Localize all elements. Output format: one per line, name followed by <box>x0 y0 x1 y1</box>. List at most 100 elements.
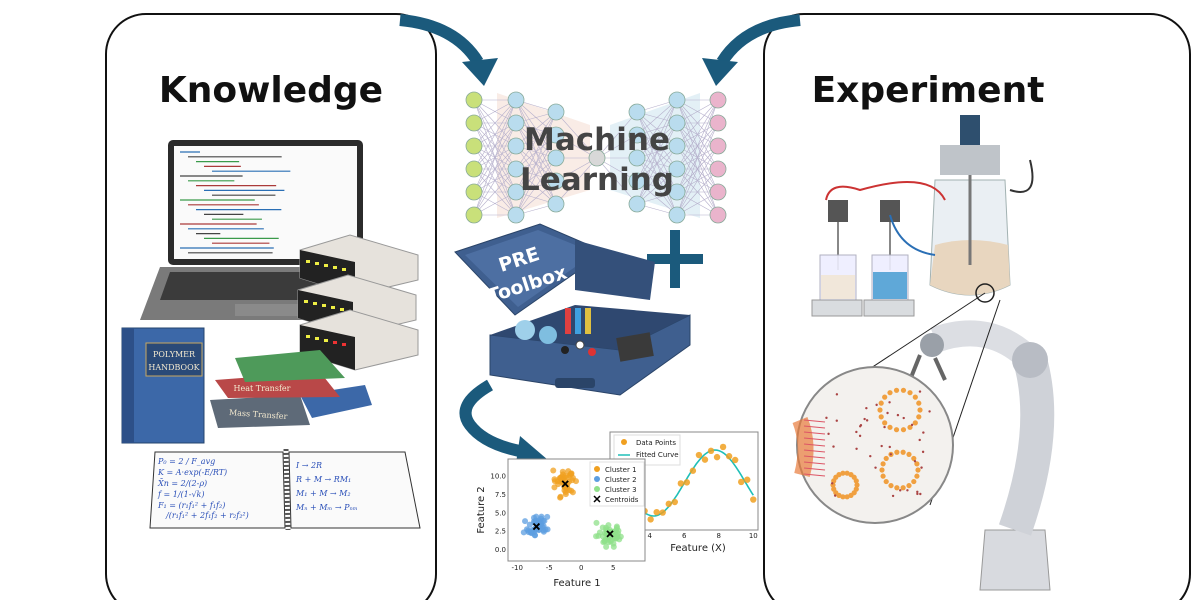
surfactant-tail <box>803 449 826 453</box>
server-led <box>315 337 319 340</box>
cluster-point <box>525 527 532 534</box>
polymer-dot <box>896 413 900 417</box>
micelle-bead <box>882 420 888 426</box>
fit-data-point <box>701 456 709 463</box>
cluster-ytick: 5.0 <box>495 509 506 517</box>
nn-node <box>465 160 483 178</box>
polymer-dot <box>863 417 866 421</box>
nn-edge <box>473 168 517 216</box>
fit-data-point <box>713 453 721 461</box>
nn-node <box>547 126 565 144</box>
surfactant-tail <box>803 443 826 447</box>
nn-edge <box>515 157 557 216</box>
nn-node <box>668 137 686 155</box>
nn-edge <box>636 122 678 205</box>
micelle-bead <box>893 387 900 393</box>
cluster-xtick: 5 <box>611 564 615 572</box>
cluster-point <box>568 470 575 477</box>
arrow-toolbox-to-plots <box>459 379 548 470</box>
micelle-bead <box>893 427 900 433</box>
plus-icon <box>647 230 703 288</box>
notebook-equation: f = 1/(1-√k) <box>157 490 205 499</box>
surfactant-tail <box>803 455 826 459</box>
legend-marker <box>621 439 627 445</box>
nn-edge <box>515 111 557 193</box>
cluster-point <box>614 534 621 541</box>
nn-edge <box>636 99 678 182</box>
legend-marker <box>594 476 600 482</box>
polymer-dot <box>835 393 839 396</box>
micelle-bead <box>879 467 885 473</box>
cluster-ytick: 7.5 <box>495 491 506 499</box>
server-led <box>331 306 335 309</box>
fit-data-point <box>695 451 703 459</box>
nn-node <box>465 114 483 132</box>
micelle-bead <box>914 473 920 479</box>
centroid-marker <box>532 522 541 531</box>
cluster-point <box>602 538 609 545</box>
nn-node <box>507 160 525 178</box>
cluster-point <box>526 521 533 528</box>
notebook-equation: K = A·exp(-E/RT) <box>157 468 227 477</box>
fit-data-point <box>731 456 739 464</box>
ml-label-line2: Learning <box>520 162 674 198</box>
micelle-bead <box>840 494 846 500</box>
server-led <box>342 268 346 271</box>
polymer-dot <box>865 406 868 410</box>
polymer-dot <box>874 466 877 469</box>
micelle-bead <box>848 492 854 498</box>
fit-xtick: 10 <box>749 532 758 540</box>
fit-data-point <box>719 443 727 451</box>
nn-node <box>628 149 646 167</box>
polymer-dot <box>825 416 828 420</box>
polymer-handbook: POLYMER HANDBOOK <box>121 327 205 444</box>
server-led <box>324 264 328 267</box>
nn-edge <box>676 99 719 193</box>
cluster-point <box>610 543 617 550</box>
cluster-point <box>550 467 557 474</box>
nn-edge <box>636 168 678 205</box>
nn-node <box>547 149 565 167</box>
fit-data-point <box>725 453 733 460</box>
micelle-bead <box>853 478 859 484</box>
nn-node <box>709 137 727 155</box>
centroid-marker <box>561 480 569 488</box>
micelle-bead <box>880 461 886 467</box>
nn-edge <box>473 145 517 216</box>
knowledge-title: Knowledge <box>159 70 383 111</box>
notebook-equation: I → 2R <box>295 461 322 470</box>
nn-node <box>507 114 525 132</box>
nn-edge <box>596 157 638 205</box>
micelle-bead <box>888 482 894 489</box>
polymer-dot <box>865 419 869 422</box>
cluster-point <box>541 517 548 524</box>
cluster-legend-label: Cluster 1 <box>605 466 637 474</box>
polymer-dot <box>916 490 919 494</box>
fit-data-point <box>647 516 654 523</box>
polymer-dot <box>891 494 895 498</box>
cluster-point <box>561 487 568 494</box>
nn-node <box>465 183 483 201</box>
nn-node <box>668 160 686 178</box>
cluster-xtick: -5 <box>546 564 553 572</box>
micelle-bead <box>915 467 921 473</box>
polymer-dot <box>919 492 922 496</box>
ml-label-line1: Machine <box>524 122 670 158</box>
server-led <box>342 343 346 346</box>
cluster-point <box>562 473 569 480</box>
stirrer-2 <box>863 200 915 317</box>
micelle-bead <box>906 451 912 458</box>
surfactant-tail <box>803 419 826 423</box>
nn-edge <box>676 99 719 170</box>
cluster-point <box>593 519 600 526</box>
cluster-point <box>557 475 564 482</box>
micelle-bead <box>883 478 889 485</box>
cluster-point <box>557 494 564 501</box>
server-rack-illustration <box>297 234 419 371</box>
micelle-bead <box>911 455 917 462</box>
polymer-dot <box>910 423 914 427</box>
nn-edge <box>555 157 598 205</box>
server-led <box>333 341 337 344</box>
nn-node <box>465 206 483 224</box>
